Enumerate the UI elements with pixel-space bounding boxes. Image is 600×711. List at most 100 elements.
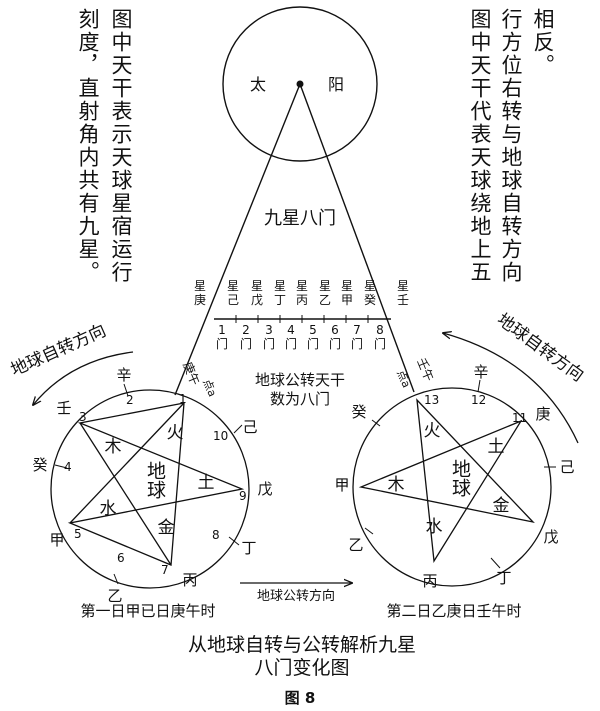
left-rotation-indicator: 地球自转方向	[8, 321, 134, 405]
right-pentagram	[358, 398, 535, 563]
left-earth-circle	[50, 389, 250, 589]
svg-text:9: 9	[239, 489, 247, 503]
svg-text:门: 门	[263, 336, 275, 351]
svg-text:4: 4	[64, 460, 72, 474]
svg-text:星: 星	[341, 279, 353, 293]
svg-text:门: 门	[374, 336, 386, 351]
sun-label-left: 太	[250, 75, 266, 94]
center-note-line1: 地球公转天干	[255, 371, 345, 389]
left-number-labels: 1 2 3 4 5 6 7 8 9 10	[64, 392, 247, 577]
right-note-col3: 图中天干代表天球绕地上五	[468, 8, 492, 284]
svg-text:戊: 戊	[543, 528, 558, 546]
revolution-indicator: 地球公转方向	[240, 583, 352, 604]
center-note-line2: 数为八门	[270, 390, 330, 408]
svg-text:癸: 癸	[351, 403, 366, 421]
svg-text:门: 门	[351, 336, 363, 351]
svg-text:丙: 丙	[296, 293, 308, 307]
svg-text:4: 4	[287, 323, 295, 337]
svg-text:星: 星	[194, 279, 206, 293]
svg-text:11: 11	[512, 411, 527, 425]
right-earth-circle	[352, 387, 552, 587]
svg-text:5: 5	[74, 527, 82, 541]
svg-text:8: 8	[212, 528, 220, 542]
svg-text:甲: 甲	[49, 531, 64, 549]
rotation-arrow-left	[33, 351, 134, 405]
element-water-right: 水	[426, 517, 443, 537]
element-fire-right: 火	[424, 421, 441, 441]
element-wood-right: 木	[388, 475, 405, 495]
svg-text:乙: 乙	[319, 293, 331, 307]
svg-text:星: 星	[274, 279, 286, 293]
svg-text:10: 10	[213, 429, 228, 443]
rotation-arrow-right	[443, 333, 579, 444]
svg-text:甲: 甲	[341, 293, 353, 307]
svg-text:戊: 戊	[251, 293, 263, 307]
svg-text:乙: 乙	[107, 587, 122, 605]
diagram-title-line1: 从地球自转与公转解析九星	[188, 634, 416, 656]
svg-text:8: 8	[376, 323, 384, 337]
svg-text:13: 13	[424, 393, 439, 407]
sun-label-right: 阳	[328, 75, 344, 94]
element-metal: 金	[158, 518, 175, 538]
right-earth-center: 地球	[449, 459, 471, 497]
svg-text:3: 3	[79, 410, 87, 424]
svg-text:门: 门	[240, 336, 252, 351]
svg-text:己: 己	[559, 458, 574, 476]
right-earth: 地球 火 土 木 金 水 壬午 点a 11 12 13 辛 庚 己 戊 丁 丙 …	[334, 356, 574, 620]
point-a-right: 点a	[394, 368, 413, 389]
svg-text:壬: 壬	[397, 293, 409, 307]
left-note-col2: 刻度，直射角内共有九星。	[76, 8, 100, 284]
left-pentagram	[67, 402, 245, 566]
svg-text:1: 1	[218, 323, 226, 337]
svg-text:1: 1	[179, 392, 187, 406]
svg-text:星: 星	[364, 279, 376, 293]
element-earth-right: 土	[488, 437, 505, 457]
svg-text:己: 己	[227, 293, 239, 307]
right-stem-labels: 辛 庚 己 戊 丁 丙 乙 甲 癸	[334, 363, 574, 590]
svg-text:7: 7	[353, 323, 361, 337]
element-metal-right: 金	[493, 496, 510, 516]
ray-label-right: 壬午	[414, 356, 436, 384]
left-caption: 第一日甲已日庚午时	[80, 602, 215, 620]
svg-text:丁: 丁	[241, 539, 256, 557]
element-wood: 木	[105, 437, 122, 457]
svg-text:星: 星	[319, 279, 331, 293]
svg-text:甲: 甲	[334, 476, 349, 494]
stars-row: 星庚 星己 星戊 星丁 星丙 星乙 星甲 星癸 星壬	[194, 279, 409, 307]
rotation-label-right: 地球自转方向	[493, 310, 587, 386]
svg-text:6: 6	[117, 551, 125, 565]
right-note-col2: 行方位右转与地球自转方向	[499, 8, 523, 284]
left-earth: 地球 火 木 土 水 金 庚午 点a 1 2 3 4 5 6 7 8 9 10	[32, 360, 272, 620]
right-note-col1: 相反。	[531, 8, 555, 77]
gates-row: 1门 2门 3门 4门 5门 6门 7门 8门	[216, 323, 386, 351]
svg-text:丁: 丁	[274, 293, 286, 307]
svg-text:星: 星	[296, 279, 308, 293]
svg-text:星: 星	[397, 279, 409, 293]
ray-label-left: 庚午	[180, 360, 203, 388]
figure-label: 图 8	[285, 689, 316, 707]
sun-circle	[222, 6, 378, 162]
left-note-col1: 图中天干表示天球星宿运行	[109, 8, 133, 284]
cone-label: 九星八门	[264, 208, 336, 229]
svg-text:星: 星	[251, 279, 263, 293]
right-caption: 第二日乙庚日壬午时	[386, 602, 521, 620]
svg-text:庚: 庚	[535, 405, 550, 423]
svg-text:戊: 戊	[257, 480, 272, 498]
point-a-left: 点a	[200, 377, 219, 398]
svg-text:2: 2	[242, 323, 250, 337]
element-water: 水	[100, 499, 117, 519]
revolution-label: 地球公转方向	[257, 588, 335, 604]
svg-text:癸: 癸	[364, 293, 376, 307]
left-earth-center-1: 地球	[144, 461, 166, 499]
element-earth: 土	[198, 473, 215, 493]
svg-text:5: 5	[309, 323, 317, 337]
svg-text:门: 门	[216, 336, 228, 351]
svg-text:己: 己	[242, 418, 257, 436]
left-stem-labels: 辛 壬 癸 甲 乙 丙 丁 戊 己	[32, 366, 272, 605]
svg-text:辛: 辛	[116, 366, 131, 384]
svg-text:庚: 庚	[194, 292, 206, 307]
nine-stars-cone: 九星八门	[174, 83, 415, 396]
right-number-labels: 11 12 13	[424, 393, 527, 425]
svg-text:12: 12	[471, 393, 486, 407]
